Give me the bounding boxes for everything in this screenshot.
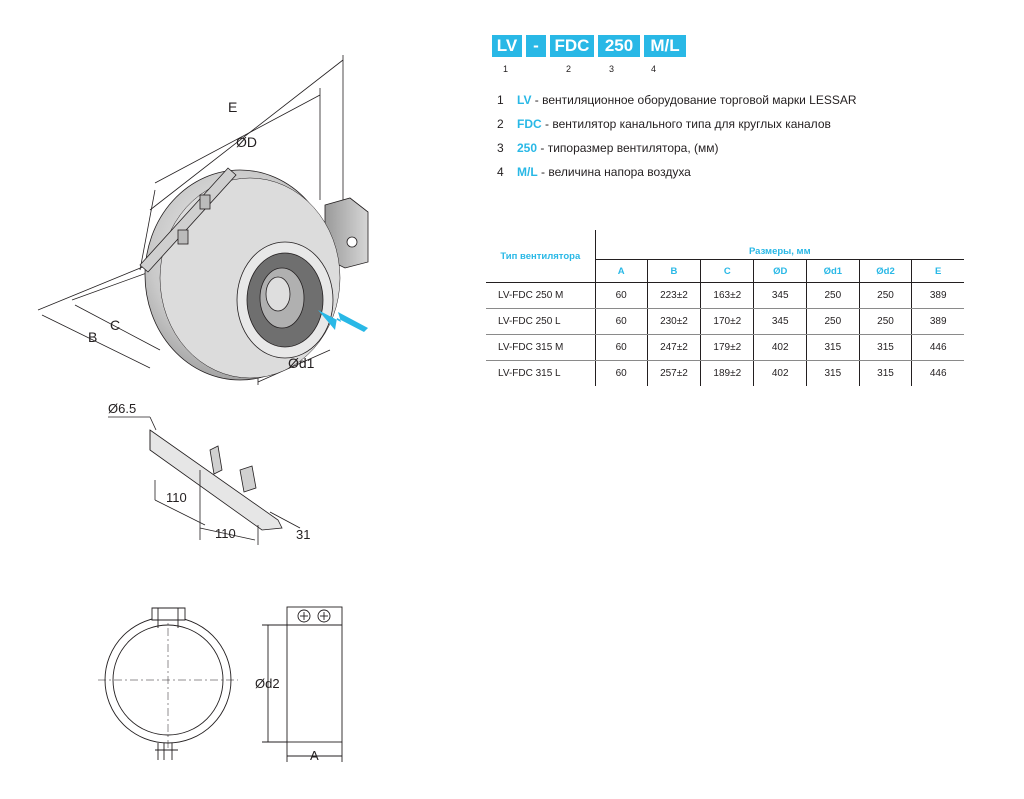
table-cell: 315 [805, 360, 860, 386]
row-name: LV-FDC 315 L [498, 368, 561, 379]
table-cell: 402 [753, 334, 807, 361]
column-header: E [911, 259, 964, 283]
table-row: LV-FDC 250 M 60 223±2 163±2 345 250 250 … [486, 282, 964, 309]
legend-item: 4 M/L - величина напора воздуха [497, 160, 857, 184]
label-110a: 110 [166, 490, 187, 505]
dimensions-table: Тип вентилятора Размеры, мм A B C ØD Ød1… [486, 230, 964, 386]
row-name: LV-FDC 250 M [486, 282, 596, 309]
table-cell: 389 [911, 282, 964, 309]
table-cell: 446 [911, 360, 964, 386]
legend-code: LV [517, 93, 532, 107]
table-cell: 315 [805, 334, 860, 361]
table-cell: 247±2 [646, 334, 701, 361]
column-header: Ød1 [805, 259, 860, 283]
fan-drawing [37, 55, 369, 385]
label-d1: Ød1 [288, 355, 315, 371]
label-31: 31 [296, 527, 310, 542]
table-cell: 315 [858, 334, 912, 361]
clamp-drawing [98, 606, 343, 762]
legend-item: 3 250 - типоразмер вентилятора, (мм) [497, 136, 857, 160]
legend-text: - вентилятор канального типа для круглых… [541, 117, 831, 131]
code-part-pressure: M/L [644, 35, 686, 57]
legend-code: 250 [517, 141, 538, 155]
legend-num: 3 [497, 141, 504, 155]
row-name: LV-FDC 250 L [486, 308, 596, 335]
table-cell: 250 [805, 308, 860, 335]
legend-num: 2 [497, 117, 504, 131]
table-cell: 223±2 [646, 282, 701, 309]
dimensions-group-header: Размеры, мм [594, 230, 964, 260]
column-header: Ød2 [858, 259, 912, 283]
legend-text: - величина напора воздуха [537, 165, 691, 179]
label-110b: 110 [215, 526, 236, 541]
table-cell: 60 [594, 308, 648, 335]
label-hole: Ø6.5 [108, 401, 136, 416]
bracket-drawing [108, 416, 301, 545]
table-cell: 345 [753, 308, 807, 335]
table-cell: 230±2 [646, 308, 701, 335]
code-num-3: 3 [609, 64, 615, 74]
label-D: ØD [236, 134, 257, 150]
airflow-arrow [318, 310, 368, 332]
model-code: LV - FDC 250 M/L [492, 35, 686, 57]
legend-num: 1 [497, 93, 504, 107]
code-part-dash: - [526, 35, 546, 57]
label-B: B [88, 329, 97, 345]
code-legend: 1 LV - вентиляционное оборудование торгов… [497, 88, 857, 184]
label-C: C [110, 317, 120, 333]
label-d2: Ød2 [255, 676, 280, 691]
table-cell: 60 [594, 334, 648, 361]
table-cell: 250 [805, 282, 860, 309]
legend-code: FDC [517, 117, 542, 131]
table-cell: 250 [858, 282, 912, 309]
legend-num: 4 [497, 165, 504, 179]
table-cell: 60 [594, 282, 648, 309]
table-cell: 60 [594, 360, 648, 386]
table-cell: 179±2 [700, 334, 754, 361]
table-cell: 446 [911, 334, 964, 361]
table-cell: 170±2 [700, 308, 754, 335]
code-num-1: 1 [503, 64, 509, 74]
type-header: Тип вентилятора [486, 230, 596, 283]
table-cell: 250 [858, 308, 912, 335]
code-num-2: 2 [566, 64, 572, 74]
table-row: LV-FDC 250 L 60 230±2 170±2 345 250 250 … [486, 308, 964, 335]
table-cell: 389 [911, 308, 964, 335]
table-cell: 189±2 [700, 360, 754, 386]
code-num-4: 4 [651, 64, 657, 74]
legend-item: 1 LV - вентиляционное оборудование торгов… [497, 88, 857, 112]
row-name: LV-FDC 315 M [486, 334, 596, 361]
column-header: B [646, 259, 701, 283]
column-header: C [700, 259, 754, 283]
table-cell: 257±2 [646, 360, 701, 386]
table-row: LV-FDC 315 L 60 257±2 189±2 402 315 315 … [486, 360, 964, 386]
label-E: E [228, 99, 237, 115]
table-cell: 345 [753, 282, 807, 309]
legend-code: M/L [517, 165, 538, 179]
legend-text: - типоразмер вентилятора, (мм) [537, 141, 719, 155]
legend-item: 2 FDC - вентилятор канального типа для кр… [497, 112, 857, 136]
column-header: ØD [753, 259, 807, 283]
table-cell: 402 [753, 360, 807, 386]
code-part-fdc: FDC [550, 35, 594, 57]
label-A: A [310, 748, 319, 763]
code-part-size: 250 [598, 35, 640, 57]
table-row: LV-FDC 315 M 60 247±2 179±2 402 315 315 … [486, 334, 964, 361]
legend-text: - вентиляционное оборудование торговой м… [531, 93, 857, 107]
column-header: A [594, 259, 648, 283]
code-part-lv: LV [492, 35, 522, 57]
table-cell: 315 [858, 360, 912, 386]
table-cell: 163±2 [700, 282, 754, 309]
